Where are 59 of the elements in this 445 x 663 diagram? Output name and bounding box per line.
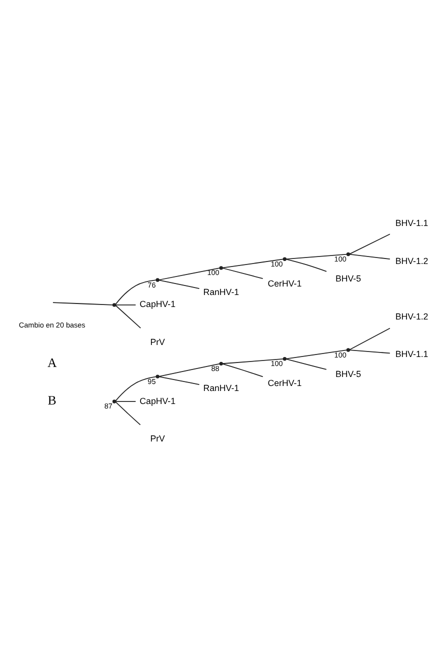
node-text: CapHV-1: [140, 299, 176, 310]
node-label: 87: [104, 402, 112, 411]
node-text: BHV-1.2: [395, 256, 428, 266]
connector: [158, 363, 220, 377]
node-text: RanHV-1: [203, 382, 240, 393]
node-label: 88: [211, 364, 220, 373]
connector: [115, 305, 142, 329]
node-text: BHV-1.1: [395, 218, 428, 228]
node-point: [156, 278, 160, 282]
node-label: 100: [334, 254, 346, 264]
node-point: [219, 362, 223, 366]
connector: [349, 234, 390, 254]
connector: [286, 254, 348, 260]
node-point: [112, 400, 116, 404]
node-point: [156, 374, 160, 378]
node-text: CerHV-1: [268, 378, 302, 388]
label: Cambio en 20 bases: [18, 320, 86, 330]
connector: [286, 358, 327, 370]
node-text: BHV-5: [335, 273, 361, 284]
node-text: RanHV-1: [203, 287, 240, 298]
node-text: CapHV-1: [140, 396, 176, 406]
node-text: PrV: [150, 337, 165, 348]
node-text: BHV-5: [335, 369, 361, 380]
connector: [115, 280, 156, 304]
node-point: [112, 303, 116, 307]
node-label: 100: [207, 268, 220, 278]
connector: [349, 328, 390, 350]
connector: [222, 358, 284, 364]
connector: [115, 304, 136, 306]
node-label: 100: [334, 350, 346, 360]
connector: [158, 280, 200, 289]
node-point: [219, 266, 223, 270]
node-text: BHV-1.1: [395, 349, 428, 360]
node-text: PrV: [150, 434, 165, 444]
connector: [286, 258, 327, 272]
node-point: [346, 348, 350, 352]
node-text: BHV-1.2: [395, 311, 428, 322]
node-point: [346, 252, 350, 256]
connector: [286, 350, 348, 360]
connector: [52, 302, 114, 306]
node-text: CerHV-1: [268, 278, 302, 288]
label: B: [48, 394, 56, 408]
node-point: [282, 257, 287, 261]
connector: [158, 268, 220, 280]
connector: [349, 350, 390, 354]
connector: [115, 401, 136, 402]
connector: [158, 376, 200, 385]
node-point: [282, 357, 287, 361]
node-label: 100: [270, 259, 283, 268]
node-label: 76: [148, 280, 156, 290]
connector: [115, 376, 156, 402]
connector: [115, 402, 141, 426]
connector: [349, 254, 390, 260]
node-label: 95: [148, 376, 156, 386]
label: A: [47, 356, 57, 370]
connector: [222, 258, 284, 268]
node-label: 100: [270, 359, 283, 368]
connector: [222, 363, 264, 378]
connector: [222, 268, 264, 279]
